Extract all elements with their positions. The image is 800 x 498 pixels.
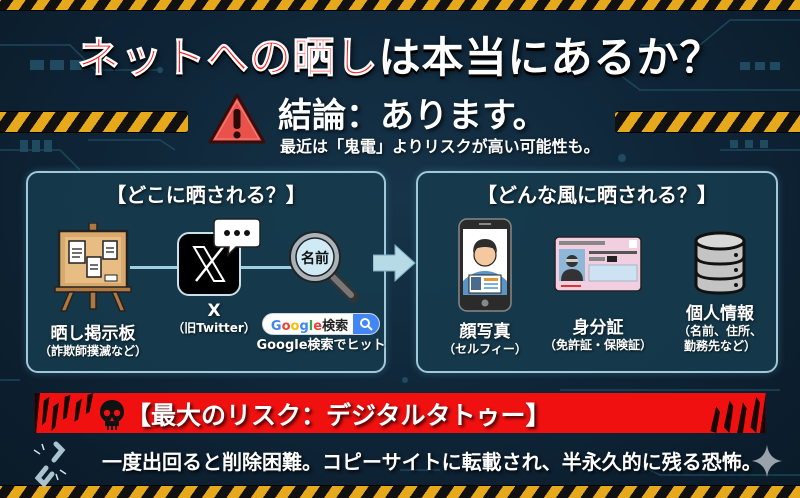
hazard-stripe-bottom [0,485,800,498]
where-item-board: 晒し掲示板 （詐欺師撲滅など） [38,222,148,359]
how-item-label: 身分証 [572,318,624,338]
hazard-stripe-right [615,111,800,133]
where-item-x: X （旧Twitter） [164,215,264,336]
where-item-label: X [207,301,221,321]
where-card: 【どこに晒される？】 晒し掲示板 （詐欺師撲滅など） X （旧Twitter） [26,171,386,373]
where-card-title: 【どこに晒される？】 [106,183,306,207]
warning-triangle-icon [208,93,266,144]
hazard-stripe-top [0,0,800,11]
google-search-pill: Google検索 [261,313,381,335]
how-item-label: 個人情報 [686,304,754,324]
risk-detail: 一度出回ると削除困難。コピーサイトに転載され、半永久的に残る恐怖。 [102,450,762,474]
how-card-title: 【どんな風に晒される？】 [477,183,717,207]
how-item-personal-info: 個人情報 （名前、住所、 勤務先など） [670,231,770,354]
database-icon [694,231,746,295]
how-item-sub: （セルフィー） [443,342,527,356]
conclusion-subtext: 最近は「鬼電」よりリスクが高い可能性も。 [280,137,600,156]
x-logo-icon [177,218,261,296]
where-item-sub: （詐欺師撲滅など） [38,344,147,358]
id-card-icon [554,236,642,292]
where-item-label: 晒し掲示板 [50,324,136,344]
magnifier-name-icon: 名前 [289,231,359,303]
how-item-label: 顔写真 [459,322,511,342]
arrow-right-icon [373,243,416,283]
broken-chain-icon [33,441,67,488]
title-highlight: ネットへの晒し [77,33,379,83]
smartphone-selfie-icon [458,218,512,312]
how-item-sub-line: 勤務先など） [683,339,756,353]
title-rest: は本当にあるか？ [378,33,723,82]
how-item-sub-line: （名前、住所、 [677,324,762,338]
where-item-google: 名前 Google検索 Google検索でヒット [256,225,386,353]
connector-line [130,266,188,269]
how-item-sub: （免許証・保険証） [543,338,652,352]
hazard-stripe-left [0,111,188,133]
search-icon [353,314,380,334]
skull-icon [100,400,124,430]
sparkle-icon [752,445,782,477]
how-card: 【どんな風に晒される？】 顔写真 （セルフィー） [416,171,778,373]
conclusion-headline: 結論：あります。 [278,96,547,136]
risk-headline: 【最大のリスク：デジタルタトゥー】 [126,401,551,430]
connector-line [240,266,300,269]
risk-banner [34,393,766,433]
bulletin-board-icon [54,222,132,312]
where-item-sub: Google検索でヒット [256,338,386,353]
how-item-id: 身分証 （免許証・保険証） [538,235,658,353]
how-item-selfie: 顔写真 （セルフィー） [440,217,530,357]
page-title: ネットへの晒しは本当にあるか？ [0,24,800,85]
where-item-sub: （旧Twitter） [172,321,256,335]
svg-text:名前: 名前 [301,250,329,267]
